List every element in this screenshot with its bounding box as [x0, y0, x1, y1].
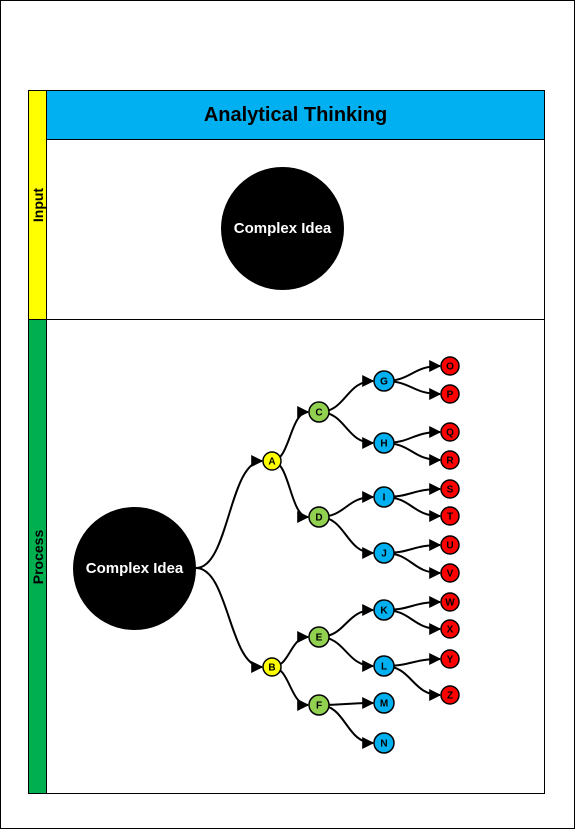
node-p-label: P [447, 390, 454, 401]
node-k: K [373, 599, 395, 621]
node-i: I [373, 486, 395, 508]
node-r: R [440, 450, 460, 470]
edge-root-a [195, 455, 264, 569]
node-e: E [308, 626, 330, 648]
edge-root-b [195, 567, 264, 673]
node-j-label: J [381, 549, 387, 560]
node-s-label: S [447, 485, 454, 496]
node-f: F [308, 694, 330, 716]
node-o-label: O [446, 362, 454, 373]
node-y: Y [440, 649, 460, 669]
node-m-label: M [380, 699, 388, 710]
node-p: P [440, 384, 460, 404]
node-q: Q [440, 422, 460, 442]
node-v-label: V [447, 569, 454, 580]
node-d: D [308, 506, 330, 528]
node-l: L [373, 655, 395, 677]
node-y-label: Y [447, 655, 454, 666]
node-n: N [373, 732, 395, 754]
node-r-label: R [446, 456, 454, 467]
node-o: O [440, 356, 460, 376]
node-u: U [440, 535, 460, 555]
node-a: A [262, 451, 282, 471]
node-k-label: K [380, 606, 388, 617]
node-g: G [373, 370, 395, 392]
node-w: W [440, 592, 460, 612]
node-z-label: Z [447, 691, 453, 702]
node-m: M [373, 692, 395, 714]
node-u-label: U [446, 541, 453, 552]
node-d-label: D [315, 513, 322, 524]
node-l-label: L [381, 662, 387, 673]
node-v: V [440, 563, 460, 583]
node-z: Z [440, 685, 460, 705]
node-h: H [373, 432, 395, 454]
node-a-label: A [268, 457, 275, 468]
node-g-label: G [380, 377, 388, 388]
edge-a-d [271, 460, 310, 523]
node-s: S [440, 479, 460, 499]
node-c: C [308, 401, 330, 423]
node-i-label: I [383, 493, 386, 504]
node-q-label: Q [446, 428, 454, 439]
node-b-label: B [268, 663, 275, 674]
node-b: B [262, 657, 282, 677]
node-t: T [440, 506, 460, 526]
input-complex-idea: Complex Idea [221, 167, 344, 290]
node-n-label: N [380, 739, 387, 750]
node-h-label: H [380, 439, 387, 450]
node-c-label: C [315, 408, 322, 419]
node-w-label: W [445, 598, 455, 609]
node-x: X [440, 619, 460, 639]
node-t-label: T [447, 512, 453, 523]
node-f-label: F [316, 701, 322, 712]
node-x-label: X [447, 625, 454, 636]
node-j: J [373, 542, 395, 564]
node-e-label: E [316, 633, 323, 644]
process-complex-idea: Complex Idea [73, 507, 196, 630]
